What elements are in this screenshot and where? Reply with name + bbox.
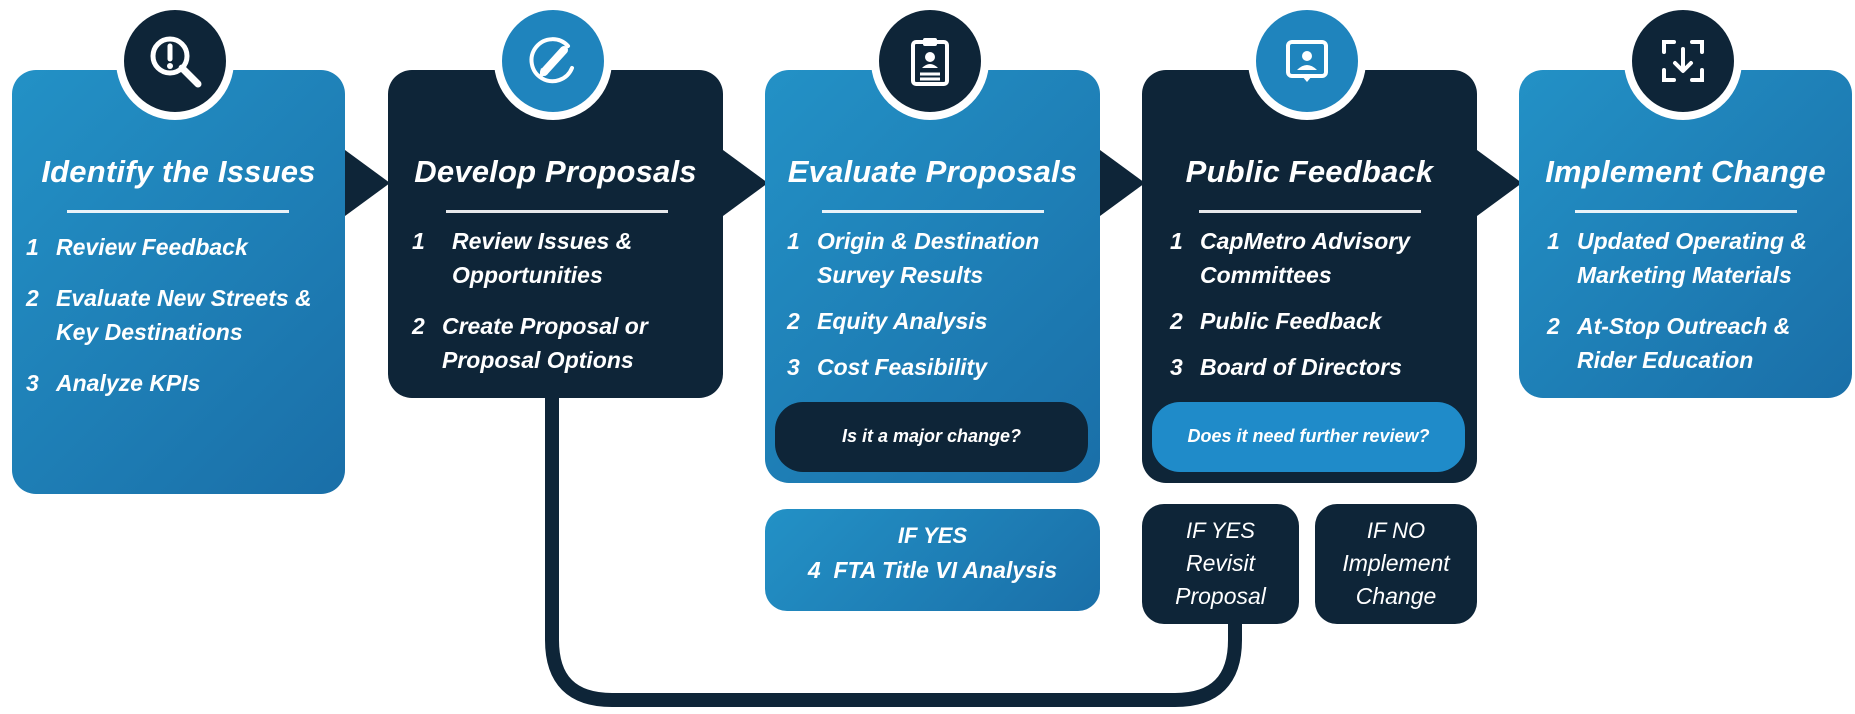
stage-title: Identify the Issues bbox=[41, 154, 316, 189]
pencil-circle-icon bbox=[494, 2, 612, 120]
branch-feedback-if-yes: IF YES Revisit Proposal bbox=[1142, 504, 1299, 624]
arrow-3-to-4 bbox=[1100, 150, 1145, 216]
arrow-1-to-2 bbox=[345, 150, 390, 216]
stage-title: Implement Change bbox=[1545, 154, 1826, 189]
title-divider bbox=[1575, 210, 1797, 213]
arrow-2-to-3 bbox=[723, 150, 768, 216]
decision-question: Does it need further review? bbox=[1152, 402, 1465, 472]
branch-condition: IF YES bbox=[897, 523, 968, 548]
branch-step: 4 FTA Title VI Analysis bbox=[807, 557, 1058, 583]
branch-condition: IF NO bbox=[1366, 518, 1426, 543]
title-divider bbox=[446, 210, 668, 213]
stage-title: Public Feedback bbox=[1185, 154, 1434, 189]
arrow-4-to-5 bbox=[1477, 150, 1522, 216]
branch-condition: IF YES bbox=[1186, 518, 1255, 543]
title-divider bbox=[1199, 210, 1421, 213]
stage-title: Evaluate Proposals bbox=[787, 154, 1078, 189]
presenter-board-icon bbox=[1248, 2, 1366, 120]
download-frame-icon bbox=[1624, 2, 1742, 120]
title-divider bbox=[822, 210, 1044, 213]
branch-step: Implement Change bbox=[1342, 550, 1450, 609]
title-divider bbox=[67, 210, 289, 213]
branch-feedback-if-no: IF NO Implement Change bbox=[1315, 504, 1477, 624]
magnifier-alert-icon bbox=[116, 2, 234, 120]
branch-step: Revisit Proposal bbox=[1175, 550, 1266, 609]
branch-evaluate-if-yes: IF YES 4 FTA Title VI Analysis bbox=[765, 509, 1100, 611]
stage-title: Develop Proposals bbox=[414, 154, 697, 189]
decision-question: Is it a major change? bbox=[775, 402, 1088, 472]
clipboard-id-icon bbox=[871, 2, 989, 120]
